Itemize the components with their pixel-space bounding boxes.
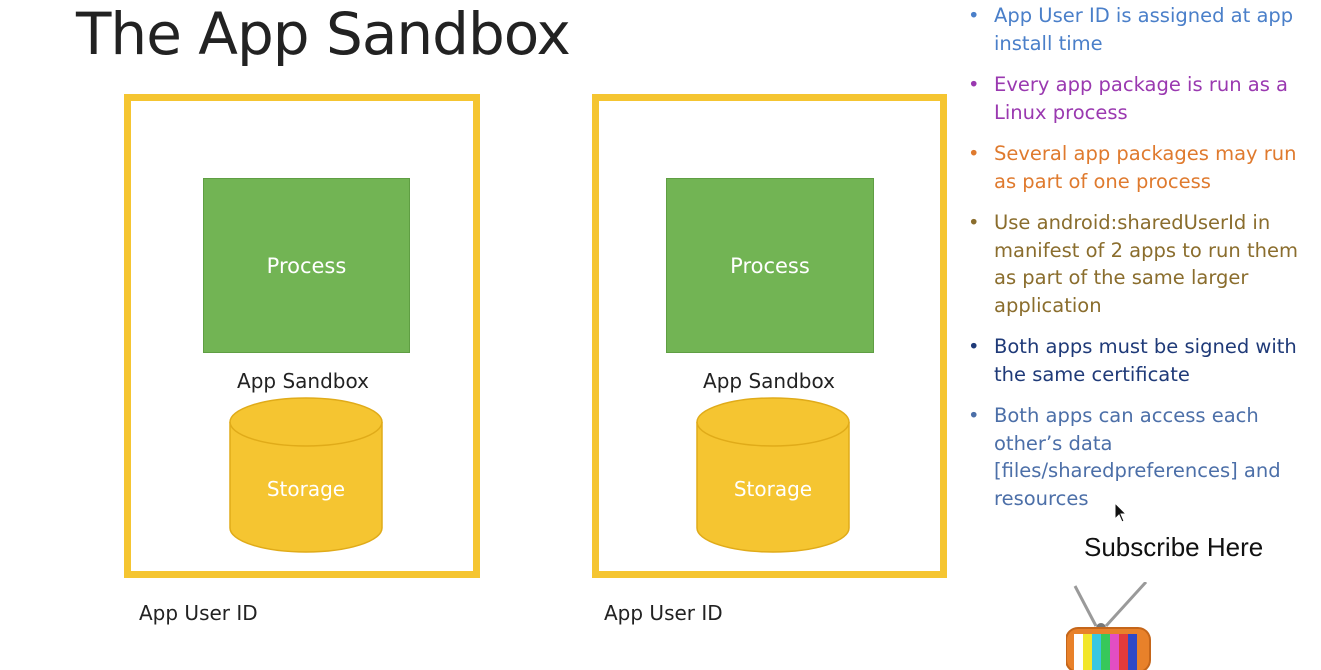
process-box-1: Process (203, 178, 410, 353)
bullet-text: Every app package is run as a Linux proc… (994, 73, 1289, 124)
bullet-item: • Both apps must be signed with the same … (966, 333, 1316, 388)
user-id-label-1: App User ID (139, 601, 258, 625)
mouse-cursor-icon (1114, 502, 1128, 523)
bullet-dot: • (968, 142, 980, 165)
storage-cylinder-1 (229, 397, 383, 553)
bullet-dot: • (968, 73, 980, 96)
slide-title: The App Sandbox (76, 0, 571, 68)
bullet-dot: • (968, 404, 980, 427)
tv-icon[interactable] (1066, 582, 1166, 670)
storage-label-2: Storage (733, 477, 813, 501)
bullet-dot: • (968, 211, 980, 234)
bullet-text: App User ID is assigned at app install t… (994, 4, 1294, 55)
bullet-dot: • (968, 4, 980, 27)
bullet-list: • App User ID is assigned at app install … (966, 2, 1316, 526)
bullet-text: Use android:sharedUserId in manifest of … (994, 211, 1298, 317)
storage-cylinder-2 (696, 397, 850, 553)
bullet-text: Both apps must be signed with the same c… (994, 335, 1297, 386)
bullet-item: • Several app packages may run as part of… (966, 140, 1316, 195)
sandbox-box-2 (592, 94, 947, 578)
bullet-text: Several app packages may run as part of … (994, 142, 1297, 193)
subscribe-label[interactable]: Subscribe Here (1084, 532, 1264, 562)
storage-label-1: Storage (266, 477, 346, 501)
user-id-label-2: App User ID (604, 601, 723, 625)
sandbox-label-1: App Sandbox (237, 369, 369, 393)
bullet-item: • App User ID is assigned at app install … (966, 2, 1316, 57)
sandbox-box-1 (124, 94, 480, 578)
bullet-item: • Both apps can access each other’s data … (966, 402, 1316, 512)
bullet-item: • Every app package is run as a Linux pro… (966, 71, 1316, 126)
bullet-dot: • (968, 335, 980, 358)
bullet-text: Both apps can access each other’s data [… (994, 404, 1281, 510)
process-box-2: Process (666, 178, 874, 353)
sandbox-label-2: App Sandbox (703, 369, 835, 393)
bullet-item: • Use android:sharedUserId in manifest of… (966, 209, 1316, 319)
